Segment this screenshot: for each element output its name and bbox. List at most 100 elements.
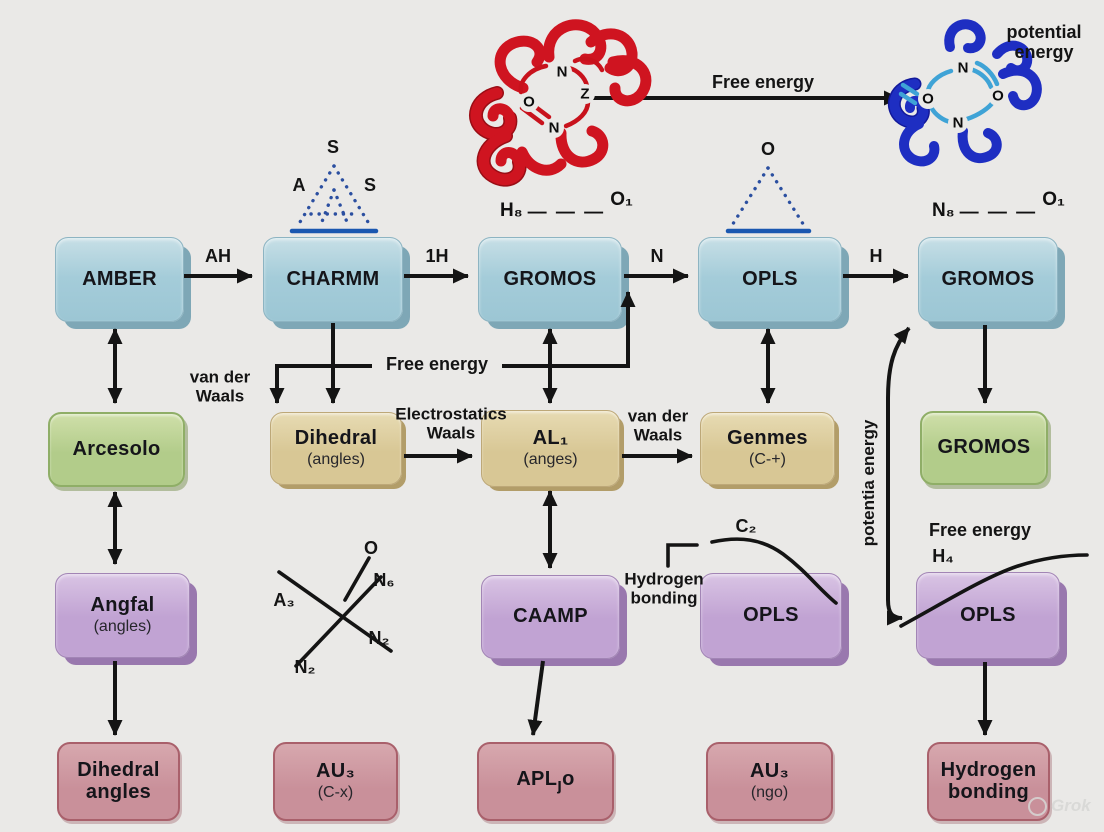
box-au3-ngo-sub: (ngo) [750,784,789,801]
box-amber: AMBER [55,237,184,322]
label-van-der-waals-left: van der Waals [189,367,251,405]
box-hydrogen-bonding-label: Hydrogen [940,758,1037,781]
label-potential-energy: potential energy [1006,22,1082,62]
blue-ring-o-left: O [922,90,934,108]
label-free-energy-mid: Free energy [385,354,489,375]
box-arcesolo-label: Arcesolo [72,437,161,460]
label-h4: H₄ [932,546,954,567]
box-caamp: CAAMP [481,575,620,659]
hbond-blue-acceptor: O₁ [1042,189,1065,210]
cross-line-2 [294,575,383,668]
box-charmm-label: CHARMM [286,267,380,290]
edge-label-1h: 1H [425,246,449,267]
edge-label-h: H [869,246,883,267]
box-au3-cx-label: AU₃ [315,760,356,783]
box-opls-mid: OPLS [700,573,842,659]
watermark-text: Grok [1051,796,1091,815]
box-al1-label: AL₁ [532,427,569,450]
hbond-label-blue: N₈ — — — O₁ [932,189,1065,223]
label-hydrogen-bonding: Hydrogen bonding [624,569,704,607]
cross-label-n2-bottom: N₂ [294,657,316,678]
box-caamp-label: CAAMP [513,605,588,628]
hbond-red-dashes: — — — [527,202,606,223]
red-ring-o: O [523,93,535,111]
box-dihedral-mid-sub: (angles) [307,451,365,468]
box-genmes-sub: (C-+) [749,451,786,468]
label-free-energy-right: Free energy [928,520,1032,541]
label-van-der-waals-mid: van der Waals [627,406,689,444]
box-genmes: Genmes (C-+) [700,412,835,485]
box-angfal-label: Angfal [90,594,155,617]
box-amber-label: AMBER [82,267,157,290]
box-charmm: CHARMM [263,237,403,322]
red-protein-ribbon [469,19,652,187]
box-opls-right-label: OPLS [960,603,1016,626]
hbond-blue-donor: N₈ [932,200,955,221]
blue-ring-o-right: O [992,87,1004,105]
watermark: Grok [1028,796,1091,816]
box-al1-sub: (anges) [523,451,578,468]
arrow-potentia-right [886,558,903,626]
charmm-triangle-right-label: S [363,175,377,196]
hbond-blue-dashes: — — — [959,202,1038,223]
cross-branch [343,556,371,602]
arrow-potentia-up [886,326,911,558]
blue-ring-n-top: N [957,59,969,77]
box-apljo: APLȷo [477,742,614,821]
blue-ring-n-bottom: N [952,114,964,132]
c2-bracket [666,543,699,568]
watermark-logo-icon [1028,796,1047,816]
box-au3-ngo-label: AU₃ [749,760,790,783]
red-ring-n-bottom: N [548,119,560,137]
box-al1: AL₁ (anges) [481,410,620,487]
cross-label-a3: A₃ [273,590,295,611]
label-c2: C₂ [735,516,757,537]
red-ring-n-top: N [556,63,568,81]
box-apljo-label: APLȷo [516,768,575,794]
box-gromos-top: GROMOS [478,237,622,322]
box-opls-top: OPLS [698,237,842,322]
arrow-charmm-elbow-left [269,364,333,404]
label-potentia-energy-vertical: potentia energy [859,419,878,547]
blue-ring-bonds [898,60,1000,125]
box-au3-cx-sub: (C-x) [317,784,354,801]
box-opls-mid-label: OPLS [743,604,799,627]
box-opls-right: OPLS [916,572,1060,659]
box-dihedral-mid-label: Dihedral [294,427,378,450]
edge-label-ah: AH [205,246,231,267]
opls-triangle-top-label: O [760,139,776,160]
charmm-triangle-left-label: A [292,175,306,196]
box-dihedral-bottom-sub: angles [85,780,152,803]
box-gromos-green-label: GROMOS [937,436,1031,459]
label-free-energy-top: Free energy [711,72,815,93]
cross-label-n2-right: N₂ [368,628,390,649]
cross-label-o: O [363,538,379,559]
box-gromos-top-label: GROMOS [503,267,597,290]
box-dihedral-bottom-label: Dihedral [77,758,160,781]
box-hydrogen-bonding-sub: bonding [948,780,1029,803]
edge-label-n: N [650,246,664,267]
box-apljo-subscript: ȷ [557,775,563,794]
box-gromos-right: GROMOS [918,237,1058,322]
box-dihedral-bottom: Dihedral angles [57,742,180,821]
box-gromos-right-label: GROMOS [941,267,1035,290]
box-hydrogen-bonding: Hydrogen bonding [927,742,1050,821]
box-angfal-sub: (angles) [93,618,152,635]
arrow-caamp-apljo [527,660,545,736]
box-dihedral-mid: Dihedral (angles) [270,412,402,485]
charmm-triangle-top-label: S [326,137,340,158]
box-gromos-green: GROMOS [920,411,1048,485]
box-arcesolo: Arcesolo [48,412,185,487]
cross-label-n6: N₆ [373,570,395,591]
hbond-red-acceptor: O₁ [610,189,633,210]
hbond-label-red: H₈ — — — O₁ [500,189,633,223]
box-au3-ngo: AU₃ (ngo) [706,742,833,821]
red-ring-z: Z [580,85,590,103]
box-opls-top-label: OPLS [742,267,798,290]
box-au3-cx: AU₃ (C-x) [273,742,398,821]
box-genmes-label: Genmes [727,427,808,450]
hbond-red-donor: H₈ [500,200,523,221]
label-electrostatics: Electrostatics Waals [395,404,507,442]
opls-triangle-sketch [725,166,812,234]
